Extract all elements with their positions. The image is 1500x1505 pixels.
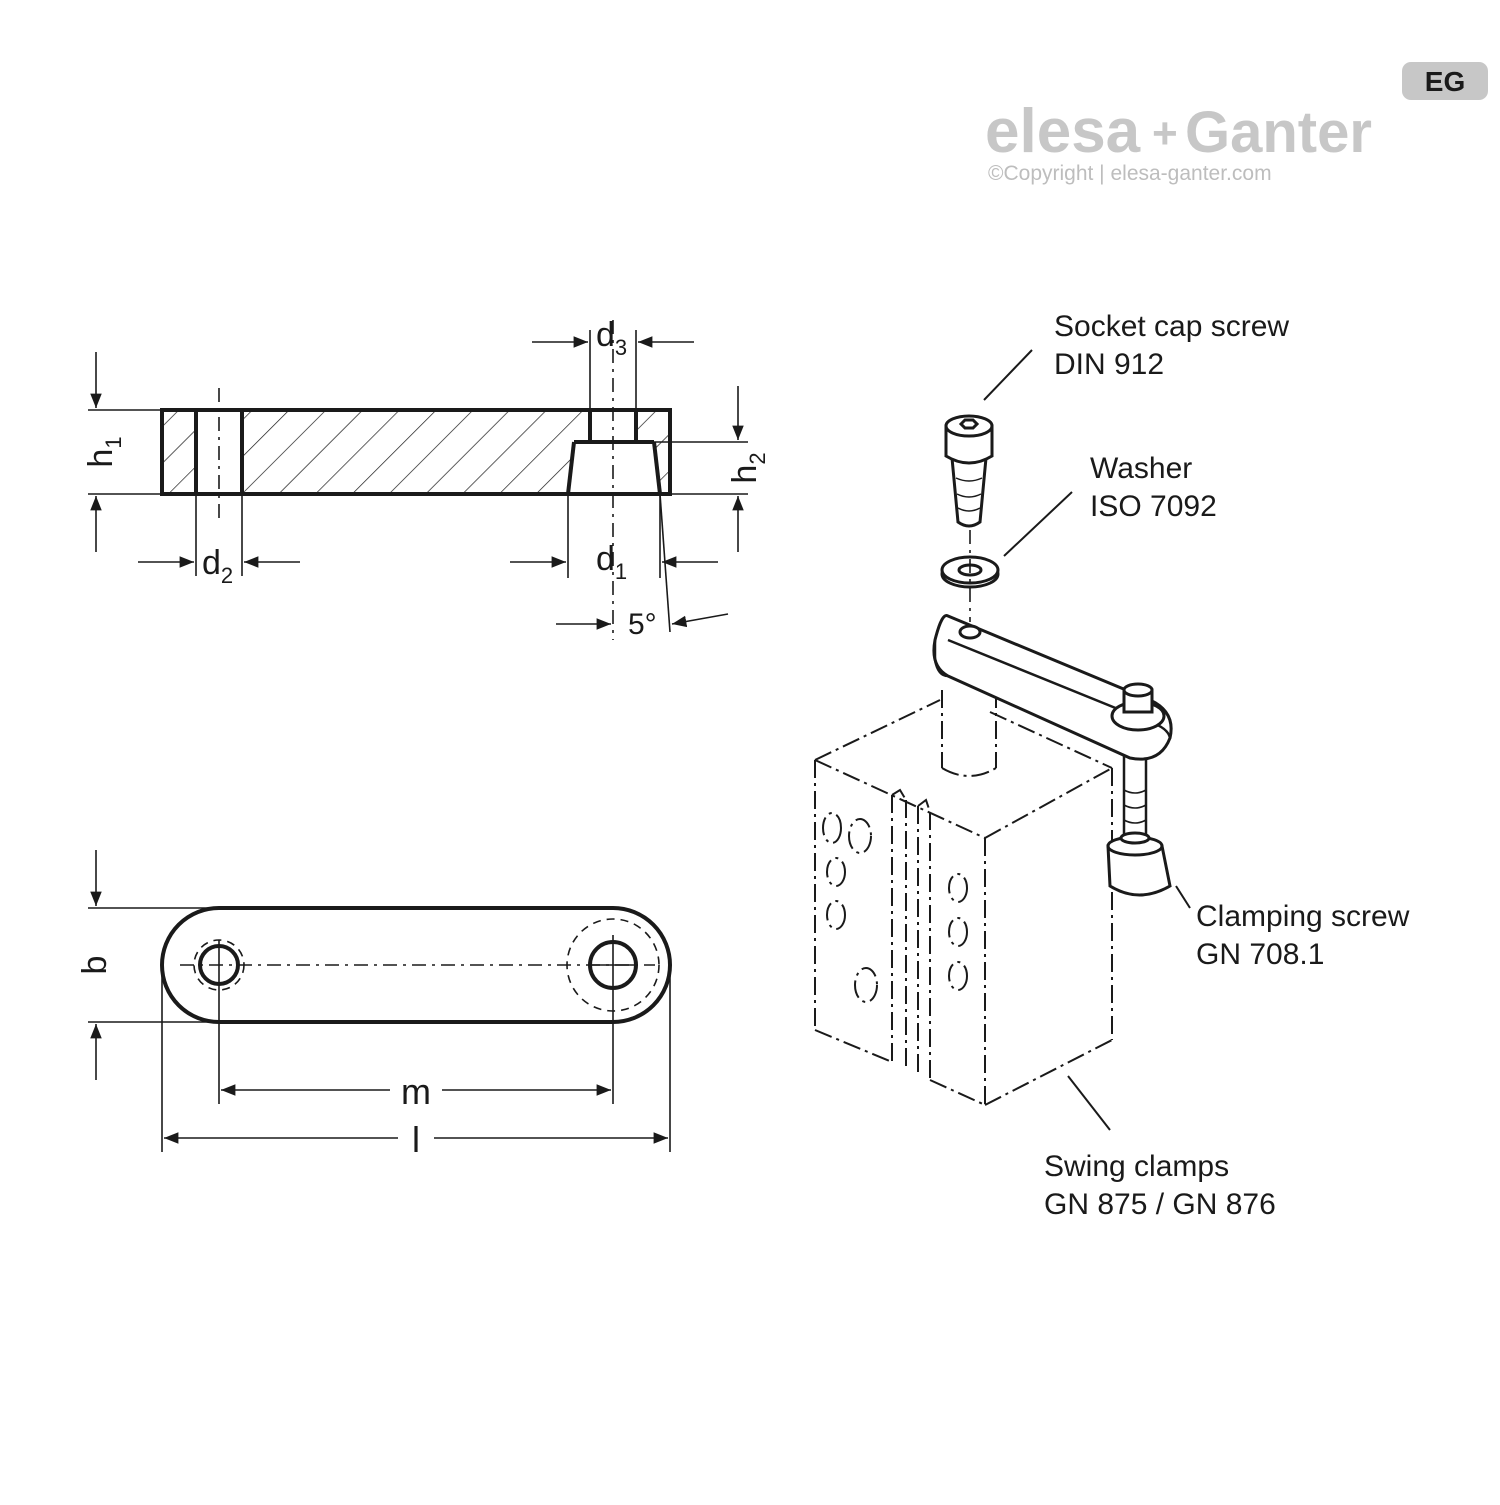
brand-plus: + xyxy=(1152,109,1178,158)
callout-clamping-screw: Clamping screw GN 708.1 xyxy=(1196,900,1410,971)
callout-washer: Washer ISO 7092 xyxy=(1090,452,1217,523)
assembly-view: Socket cap screw DIN 912 Washer ISO 7092… xyxy=(814,310,1410,1221)
leader-washer xyxy=(1003,491,1073,557)
svg-text:ISO 7092: ISO 7092 xyxy=(1090,490,1217,523)
dim-h2: h2 xyxy=(726,452,770,483)
dim-d2: d2 xyxy=(202,544,233,588)
swing-clamp-body xyxy=(814,690,1113,1106)
leader-swing-clamps xyxy=(1067,1075,1111,1131)
clamp-arm xyxy=(932,614,1173,761)
section-view: h1 h2 d3 d2 d1 5° xyxy=(82,316,770,641)
svg-text:Socket cap screw: Socket cap screw xyxy=(1054,310,1289,343)
brand-name-left: elesa xyxy=(985,97,1141,166)
dim-d1: d1 xyxy=(596,540,627,584)
leader-socket-cap-screw xyxy=(983,349,1033,401)
socket-cap-screw xyxy=(944,414,994,528)
brand-badge xyxy=(1402,62,1488,100)
svg-text:GN 708.1: GN 708.1 xyxy=(1196,938,1324,971)
dim-b: b xyxy=(76,956,114,975)
callout-swing-clamps: Swing clamps GN 875 / GN 876 xyxy=(1044,1150,1276,1221)
brand-logo: elesa + Ganter ©Copyright | elesa-ganter… xyxy=(985,62,1488,185)
top-view: b m l xyxy=(76,850,672,1160)
svg-text:Clamping screw: Clamping screw xyxy=(1196,900,1410,933)
svg-text:Swing clamps: Swing clamps xyxy=(1044,1150,1229,1183)
dim-m: m xyxy=(401,1071,431,1112)
svg-text:GN 875 / GN 876: GN 875 / GN 876 xyxy=(1044,1188,1276,1221)
section-outline xyxy=(160,408,672,496)
dim-l: l xyxy=(412,1119,420,1160)
clamping-screw xyxy=(1106,745,1172,897)
svg-text:Washer: Washer xyxy=(1090,452,1192,485)
dim-angle: 5° xyxy=(628,608,657,641)
brand-copyright: ©Copyright | elesa-ganter.com xyxy=(988,162,1272,185)
svg-text:DIN 912: DIN 912 xyxy=(1054,348,1164,381)
callout-socket-cap-screw: Socket cap screw DIN 912 xyxy=(1054,310,1289,381)
dim-h1: h1 xyxy=(82,436,126,467)
dim-d3: d3 xyxy=(596,316,627,360)
brand-name-right: Ganter xyxy=(1185,100,1372,165)
leader-clamping-screw xyxy=(1175,885,1191,909)
brand-badge-text: EG xyxy=(1425,66,1465,97)
